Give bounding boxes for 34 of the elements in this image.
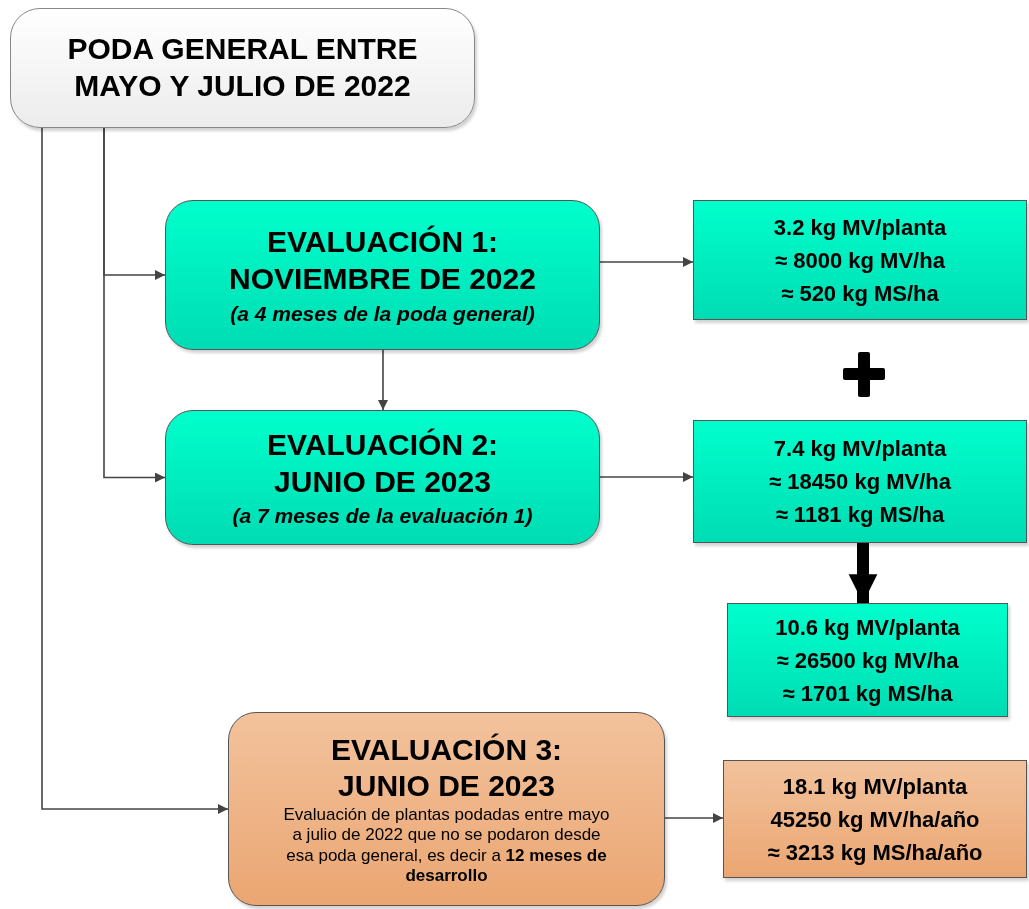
heading-text: EVALUACIÓN 1: NOVIEMBRE DE 2022	[228, 224, 537, 297]
heading-text: EVALUACIÓN 3: JUNIO DE 2023	[329, 731, 564, 805]
start-box	[10, 8, 475, 128]
value-text: ≈ 3213 kg MS/ha/año	[767, 838, 983, 867]
value-text: ≈ 520 kg MS/ha	[781, 279, 939, 308]
connector-arrow	[41, 127, 229, 814]
description-text: Evaluación de plantas podadas entre mayo a julio de 2022 que no se podaron desde esa poda general, es decir a 12 meses de desarrollo	[282, 804, 611, 887]
value-text: 45250 kg MV/ha/año	[770, 805, 980, 834]
subtitle-text: (a 4 meses de la poda general)	[230, 301, 535, 326]
connector-arrow	[378, 349, 388, 411]
process-box	[228, 712, 665, 906]
value-text: 3.2 kg MV/planta	[773, 213, 947, 242]
result-box	[693, 200, 1027, 320]
connector-arrow	[599, 257, 694, 267]
process-box	[165, 410, 600, 545]
value-text: 7.4 kg MV/planta	[773, 435, 947, 463]
connector-arrow	[599, 472, 694, 482]
heading-text: EVALUACIÓN 2: JUNIO DE 2023	[265, 426, 500, 500]
value-text: ≈ 18450 kg MV/ha	[768, 468, 952, 496]
subtitle-text: (a 7 meses de la evaluación 1)	[232, 504, 533, 529]
value-text: ≈ 26500 kg MV/ha	[776, 646, 959, 675]
result-box	[723, 760, 1027, 878]
value-text: 10.6 kg MV/planta	[775, 613, 960, 642]
process-box	[165, 200, 600, 350]
value-text: ≈ 1701 kg MS/ha	[782, 679, 953, 708]
heading-text: PODA GENERAL ENTRE MAYO Y JULIO DE 2022	[66, 31, 419, 104]
value-text: ≈ 1181 kg MS/ha	[775, 501, 945, 529]
connector-arrow	[664, 813, 724, 823]
block-arrow	[848, 543, 878, 603]
result-box	[693, 420, 1027, 543]
value-text: ≈ 8000 kg MV/ha	[775, 246, 945, 275]
result-box	[727, 603, 1008, 717]
value-text: 18.1 kg MV/planta	[782, 772, 968, 801]
connector-arrow	[103, 127, 166, 483]
